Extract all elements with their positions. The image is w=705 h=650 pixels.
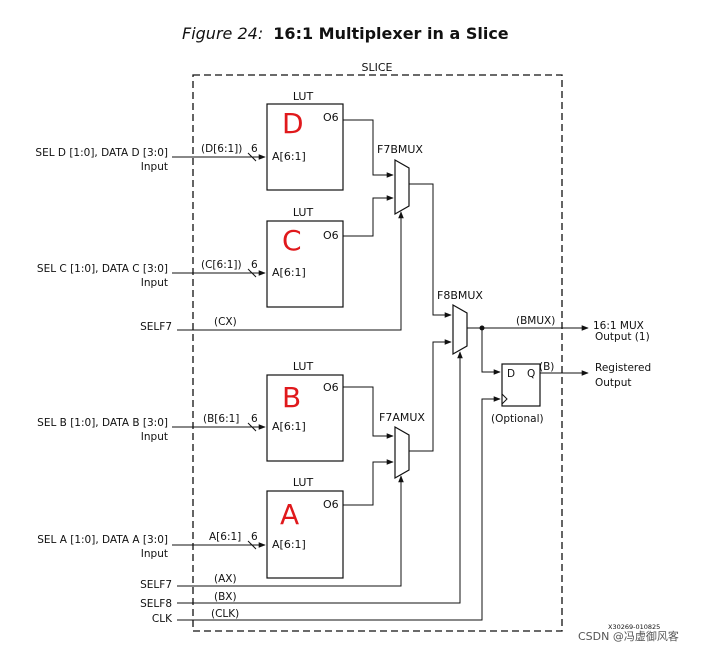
- document-code: X30269-010825: [608, 623, 660, 631]
- self7-bottom-wire: [177, 475, 404, 587]
- input-sublabel: Input: [141, 161, 168, 173]
- flip-flop: [501, 363, 541, 407]
- bus-width-slash: [247, 540, 257, 550]
- lut-header: LUT: [293, 206, 314, 219]
- caption-prefix: Figure 24:: [182, 24, 263, 43]
- ff-clock-symbol: [501, 393, 508, 405]
- self7-top-net: (CX): [214, 316, 237, 328]
- f8bmux-label: F8BMUX: [437, 289, 483, 302]
- handwritten-mark-a: A: [280, 498, 299, 531]
- input-sublabel: Input: [141, 431, 168, 443]
- f8bmux-shape: [452, 303, 468, 356]
- registered-output-sublabel: Output: [595, 377, 631, 389]
- lut-header: LUT: [293, 360, 314, 373]
- lut-box: [266, 490, 344, 579]
- bus-name: (B[6:1]: [203, 413, 239, 425]
- handwritten-mark-d: D: [282, 107, 304, 140]
- bus-name: (D[6:1]): [201, 143, 242, 155]
- bus-name: (C[6:1]): [201, 259, 242, 271]
- slice-boundary: [192, 74, 563, 632]
- lut-address-label: A[6:1]: [272, 420, 306, 433]
- self8-label: SELF8: [140, 598, 172, 610]
- lut-d: LUT O6 A[6:1] D: [266, 90, 344, 191]
- handwritten-mark-b: B: [282, 381, 301, 414]
- input-d: SEL D [1:0], DATA D [3:0] Input (D[6:1])…: [35, 143, 266, 173]
- lut-c: LUT O6 A[6:1] C: [266, 206, 344, 308]
- f7bmux-to-f8bmux-wire: [409, 183, 452, 318]
- f7bmux-label: F7BMUX: [377, 143, 423, 156]
- figure-caption: Figure 24: 16:1 Multiplexer in a Slice: [182, 24, 509, 43]
- lut-c-to-f7bmux-wire: [343, 195, 394, 237]
- lut-header: LUT: [293, 476, 314, 489]
- bus-width: 6: [251, 143, 258, 155]
- ff-optional-note: (Optional): [491, 413, 544, 425]
- bus-width: 6: [251, 259, 258, 271]
- input-label: SEL B [1:0], DATA B [3:0]: [37, 417, 168, 429]
- lut-box: [266, 103, 344, 191]
- lut-b: LUT O6 A[6:1] B: [266, 360, 344, 462]
- input-label: SEL D [1:0], DATA D [3:0]: [35, 147, 168, 159]
- lut-address-label: A[6:1]: [272, 266, 306, 279]
- mux-output-sublabel: Output (1): [595, 331, 650, 343]
- bus-width-slash: [247, 152, 257, 162]
- slice-label: SLICE: [362, 61, 393, 74]
- input-c: SEL C [1:0], DATA C [3:0] Input (C[6:1])…: [37, 259, 266, 289]
- input-label: SEL A [1:0], DATA A [3:0]: [37, 534, 168, 546]
- self7-bottom-label: SELF7: [140, 579, 172, 591]
- lut-a: LUT O6 A[6:1] A: [266, 476, 344, 579]
- f7amux-label: F7AMUX: [379, 411, 425, 424]
- lut-d-to-f7bmux-wire: [343, 119, 394, 178]
- lut-address-label: A[6:1]: [272, 150, 306, 163]
- input-b: SEL B [1:0], DATA B [3:0] Input (B[6:1] …: [37, 413, 266, 443]
- self8-wire: [177, 351, 463, 604]
- lut-box: [266, 374, 344, 462]
- bmux-net: (BMUX): [516, 315, 555, 327]
- f7amux-to-f8bmux-wire: [409, 339, 452, 452]
- clk-net: (CLK): [211, 608, 239, 620]
- lut-address-label: A[6:1]: [272, 538, 306, 551]
- bmux-to-ff-d-wire: [481, 328, 501, 375]
- input-a: SEL A [1:0], DATA A [3:0] Input A[6:1] 6: [37, 531, 266, 560]
- self8-net: (BX): [214, 591, 237, 603]
- ff-q-pin: Q: [527, 368, 535, 380]
- mux-output-label: 16:1 MUX: [593, 320, 644, 332]
- handwritten-mark-c: C: [282, 224, 302, 257]
- watermark: CSDN @冯虚御风客: [578, 629, 679, 643]
- lut-output-label: O6: [323, 381, 339, 394]
- lut-a-to-f7amux-wire: [343, 459, 394, 506]
- bus-width-slash: [247, 422, 257, 432]
- clk-wire: [177, 396, 501, 621]
- bus-name: A[6:1]: [209, 531, 241, 543]
- input-sublabel: Input: [141, 548, 168, 560]
- self7-top-label: SELF7: [140, 321, 172, 333]
- lut-box: [266, 220, 344, 308]
- bus-width-slash: [247, 268, 257, 278]
- caption-title: 16:1 Multiplexer in a Slice: [273, 24, 509, 43]
- lut-output-label: O6: [323, 498, 339, 511]
- lut-output-label: O6: [323, 229, 339, 242]
- ff-d-pin: D: [507, 368, 515, 380]
- f7bmux-shape: [394, 158, 410, 216]
- lut-b-to-f7amux-wire: [343, 386, 394, 439]
- input-sublabel: Input: [141, 277, 168, 289]
- lut-output-label: O6: [323, 111, 339, 124]
- input-label: SEL C [1:0], DATA C [3:0]: [37, 263, 168, 275]
- self7-bottom-net: (AX): [214, 573, 237, 585]
- clk-label: CLK: [152, 613, 173, 625]
- bus-width: 6: [251, 531, 258, 543]
- self7-top-wire: [177, 211, 404, 331]
- f7amux-shape: [394, 425, 410, 480]
- registered-output-label: Registered: [595, 362, 651, 374]
- bus-width: 6: [251, 413, 258, 425]
- b-net: (B): [539, 361, 554, 373]
- lut-header: LUT: [293, 90, 314, 103]
